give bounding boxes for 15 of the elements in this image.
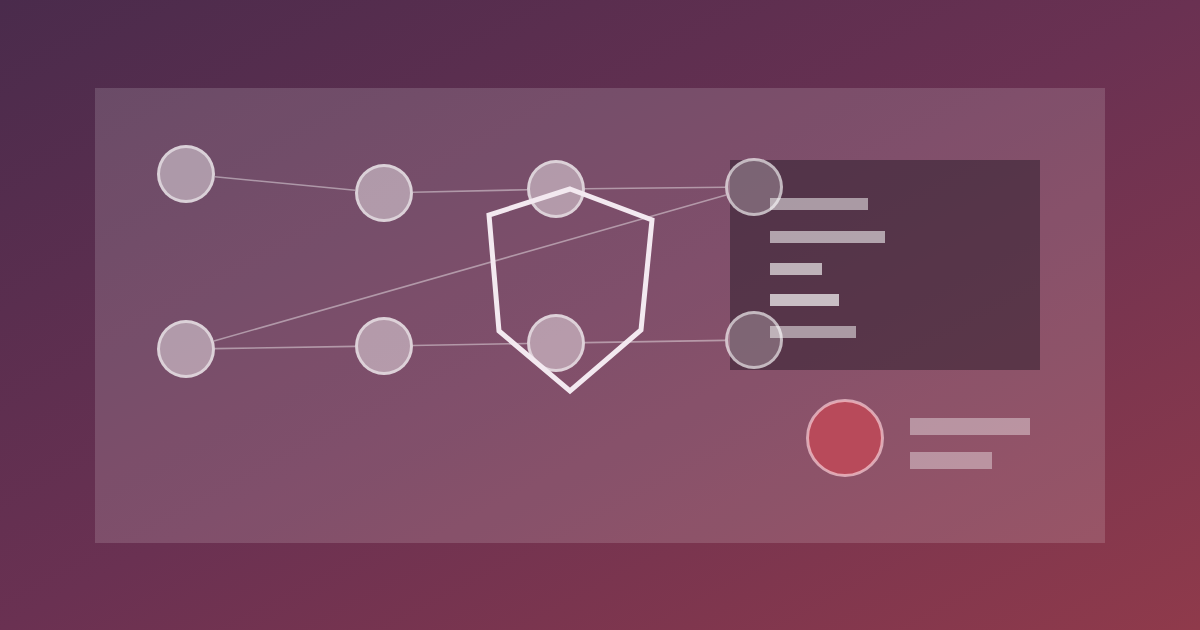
connector-line [584,186,726,190]
connector-line [213,194,727,342]
connector-line [584,339,726,344]
network-node [725,311,783,369]
connector-line [214,345,356,350]
network-node [355,317,413,375]
network-node [355,164,413,222]
connector-line [412,342,528,347]
connector-line [214,176,356,191]
network-node [157,145,215,203]
network-node [157,320,215,378]
network-node [527,314,585,372]
network-node [527,160,585,218]
connector-line [412,188,528,194]
network-node [725,158,783,216]
